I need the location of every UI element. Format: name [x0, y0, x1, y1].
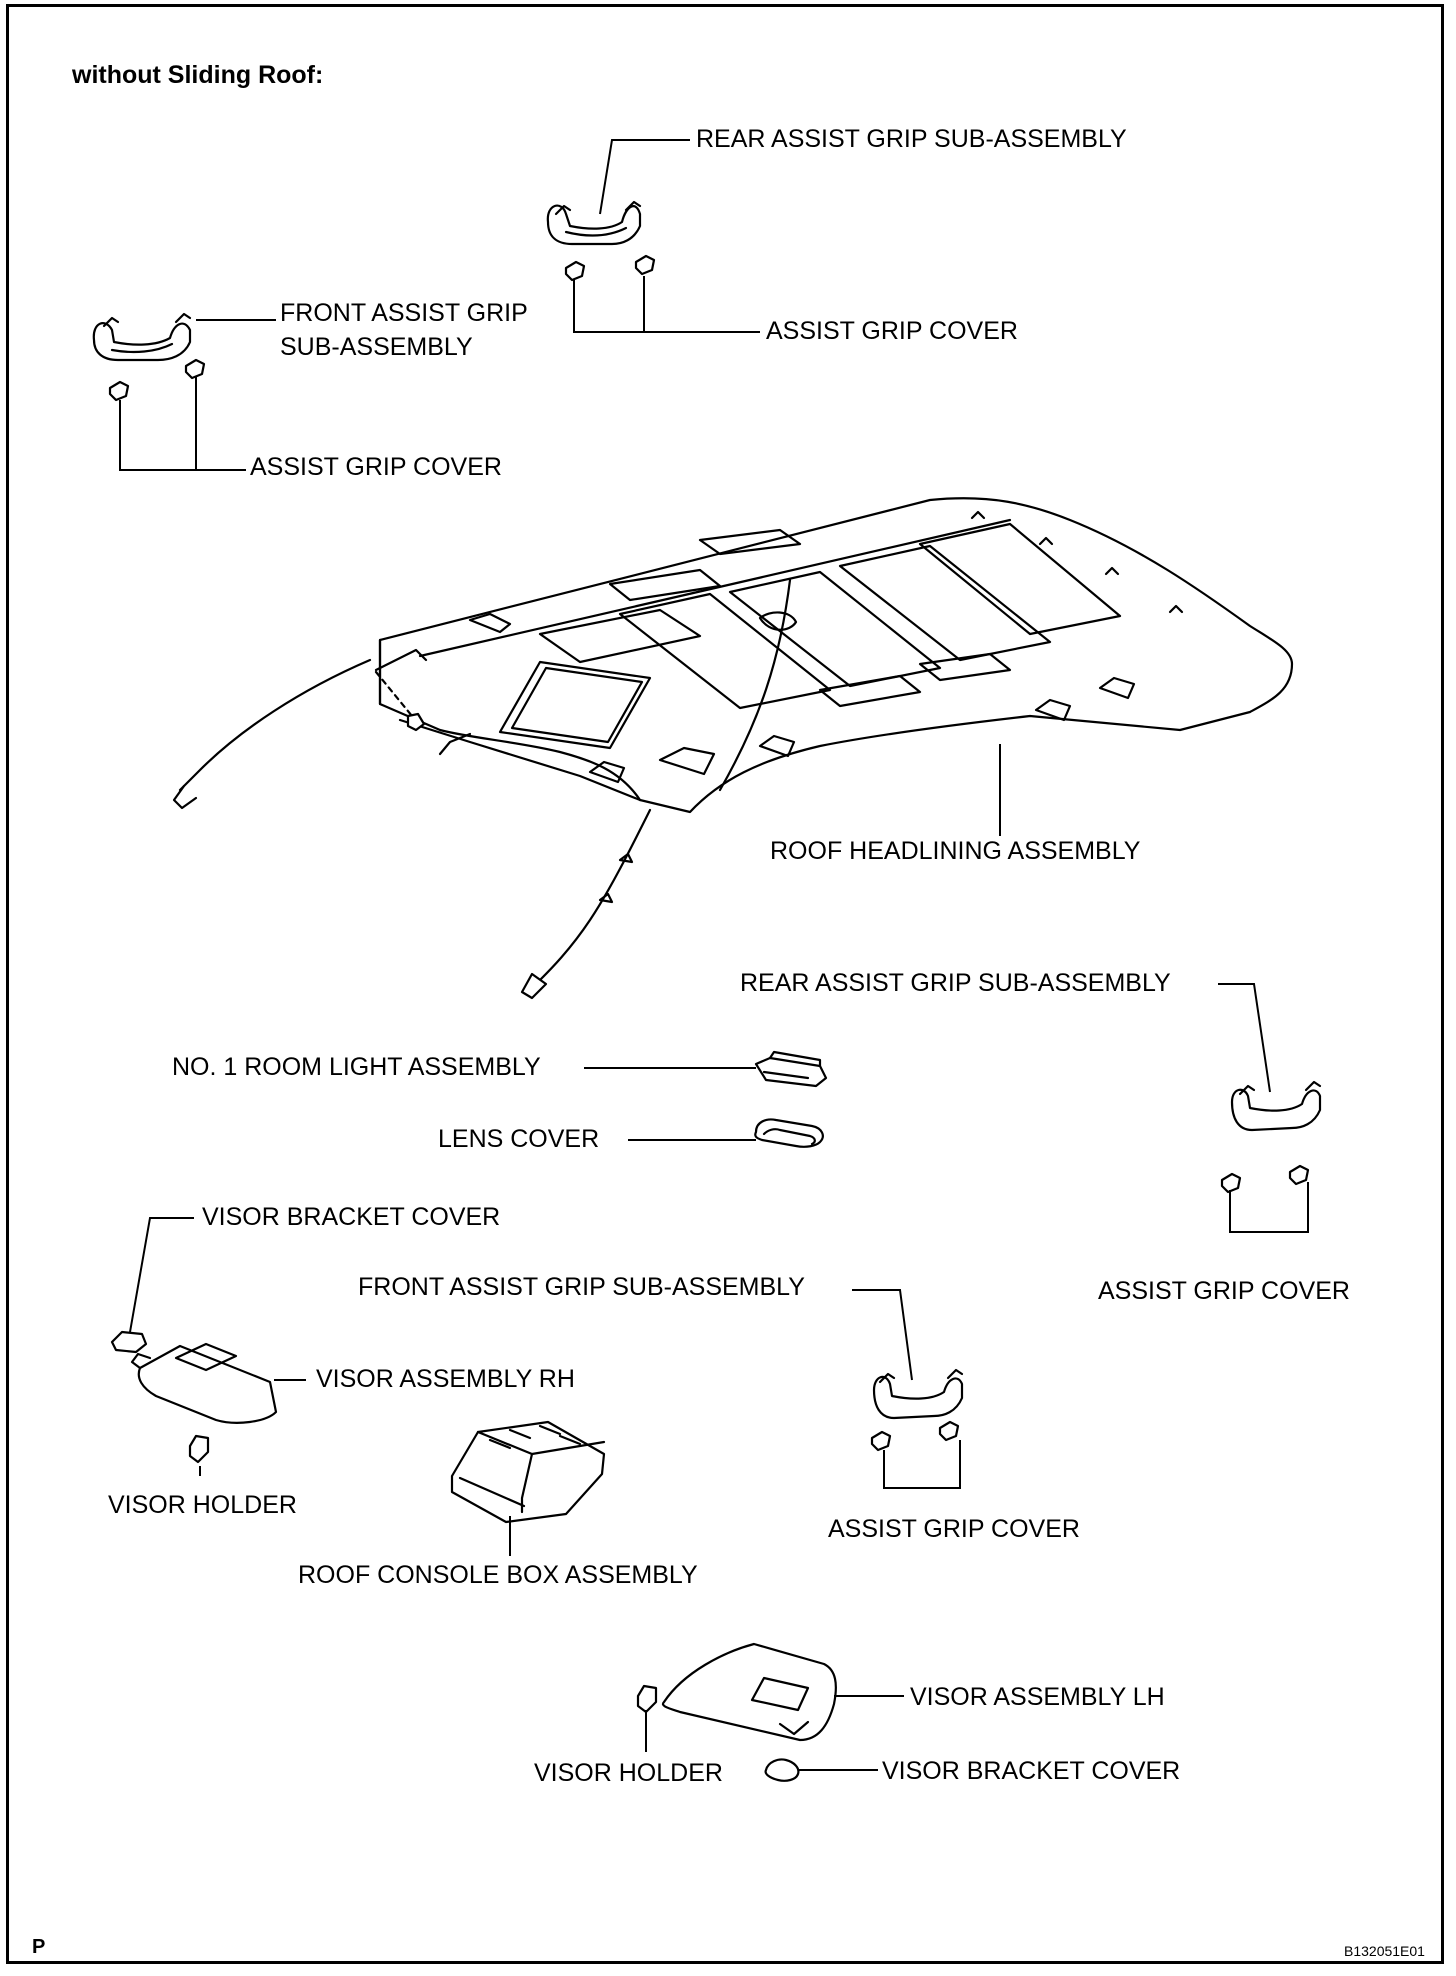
label-assist-grip-cover-right: ASSIST GRIP COVER — [1098, 1277, 1350, 1305]
page-title: without Sliding Roof: — [72, 61, 324, 89]
label-visor-rh: VISOR ASSEMBLY RH — [316, 1365, 575, 1393]
label-front-assist-grip-top-line2: SUB-ASSEMBLY — [280, 333, 473, 361]
room-light-part — [754, 1050, 828, 1088]
lens-cover-part — [754, 1118, 824, 1148]
label-roof-headlining: ROOF HEADLINING ASSEMBLY — [770, 837, 1141, 865]
label-front-assist-grip-top-line1: FRONT ASSIST GRIP — [280, 299, 528, 327]
label-room-light: NO. 1 ROOM LIGHT ASSEMBLY — [172, 1053, 541, 1081]
assist-grip-cover-top-right-parts — [564, 254, 656, 282]
label-rear-assist-grip-right: REAR ASSIST GRIP SUB-ASSEMBLY — [740, 969, 1171, 997]
visor-bracket-cover-lh-part — [764, 1758, 800, 1782]
rear-assist-grip-top-part — [546, 200, 642, 246]
visor-bracket-cover-rh-part — [110, 1330, 148, 1354]
label-visor-holder-lh: VISOR HOLDER — [534, 1759, 723, 1787]
label-assist-grip-cover-top-right: ASSIST GRIP COVER — [766, 317, 1018, 345]
visor-holder-rh-part — [188, 1434, 210, 1464]
label-console-box: ROOF CONSOLE BOX ASSEMBLY — [298, 1561, 698, 1589]
front-assist-grip-mid-part — [872, 1368, 964, 1420]
label-visor-holder-rh: VISOR HOLDER — [108, 1491, 297, 1519]
label-assist-grip-cover-mid: ASSIST GRIP COVER — [828, 1515, 1080, 1543]
assist-grip-cover-mid-parts — [870, 1420, 960, 1452]
diagram-frame — [6, 4, 1444, 1964]
label-assist-grip-cover-top-left: ASSIST GRIP COVER — [250, 453, 502, 481]
label-visor-bracket-cover-rh: VISOR BRACKET COVER — [202, 1203, 501, 1231]
leader-lines — [119, 139, 1309, 1771]
visor-lh-part — [661, 1642, 837, 1742]
assist-grip-cover-top-left-parts — [108, 358, 206, 402]
label-lens-cover: LENS COVER — [438, 1125, 600, 1153]
label-rear-assist-grip-top: REAR ASSIST GRIP SUB-ASSEMBLY — [696, 125, 1127, 153]
label-visor-bracket-cover-lh: VISOR BRACKET COVER — [882, 1757, 1181, 1785]
label-visor-lh: VISOR ASSEMBLY LH — [910, 1683, 1165, 1711]
rear-assist-grip-right-part — [1230, 1080, 1322, 1132]
visor-holder-lh-part — [636, 1684, 658, 1714]
assist-grip-cover-right-parts — [1220, 1164, 1310, 1194]
figure-code: B132051E01 — [1344, 1943, 1425, 1959]
label-front-assist-grip-mid: FRONT ASSIST GRIP SUB-ASSEMBLY — [358, 1273, 805, 1301]
front-assist-grip-top-part — [92, 312, 192, 362]
roof-console-box-part — [450, 1420, 606, 1524]
roof-headlining-part — [172, 497, 1294, 1000]
visor-rh-part — [130, 1342, 278, 1424]
page-mark: P — [32, 1936, 46, 1958]
